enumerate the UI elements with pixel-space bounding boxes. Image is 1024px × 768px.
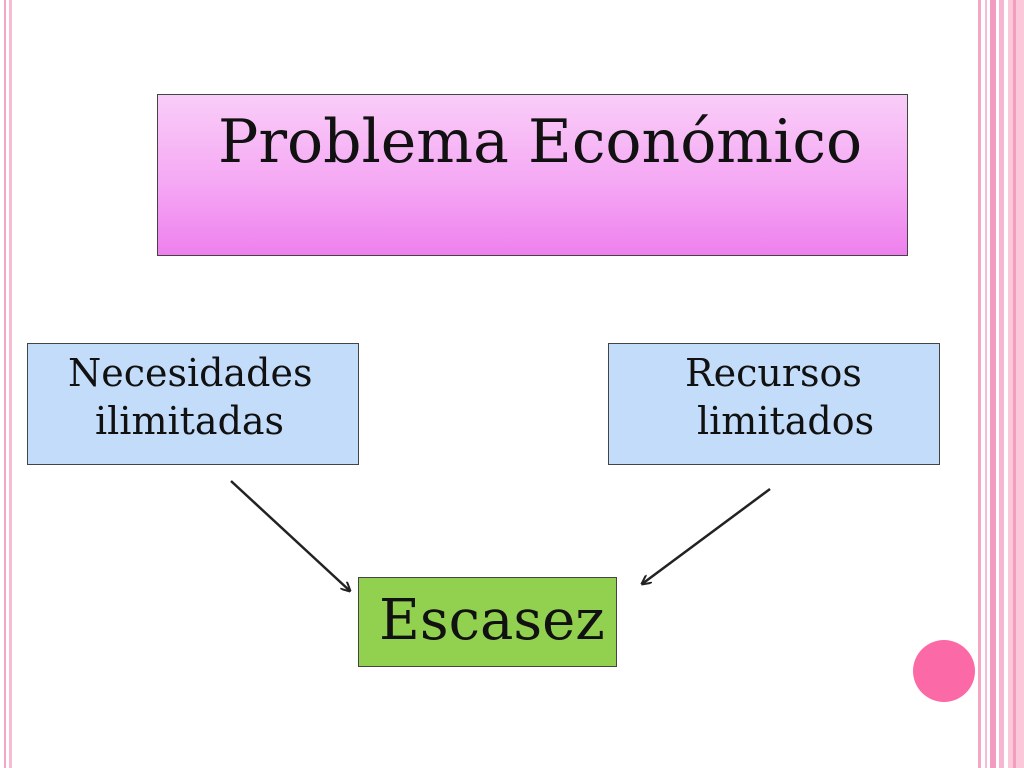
needs-box: Necesidades ilimitadas [27, 343, 359, 465]
left-border-line [4, 0, 6, 768]
decorative-circle [913, 640, 975, 702]
right-border-stripe [985, 0, 987, 768]
right-border-stripe [990, 0, 996, 768]
scarcity-text: Escasez [379, 588, 605, 653]
left-arrow [230, 480, 350, 591]
right-border-stripe [1013, 0, 1016, 768]
needs-line-1: Necesidades [68, 351, 313, 395]
resources-line-1: Recursos [685, 351, 862, 395]
resources-box: Recursos limitados [608, 343, 940, 465]
right-arrow [642, 487, 771, 584]
resources-line-2: limitados [697, 399, 875, 443]
right-border-stripe [999, 0, 1004, 768]
right-border-stripe [1008, 0, 1024, 768]
scarcity-box: Escasez [358, 577, 617, 667]
left-border-line [9, 0, 12, 768]
title-box: Problema Económico [157, 94, 908, 256]
right-border-stripe [978, 0, 981, 768]
needs-line-2: ilimitadas [95, 399, 285, 443]
title-text: Problema Económico [218, 107, 863, 177]
